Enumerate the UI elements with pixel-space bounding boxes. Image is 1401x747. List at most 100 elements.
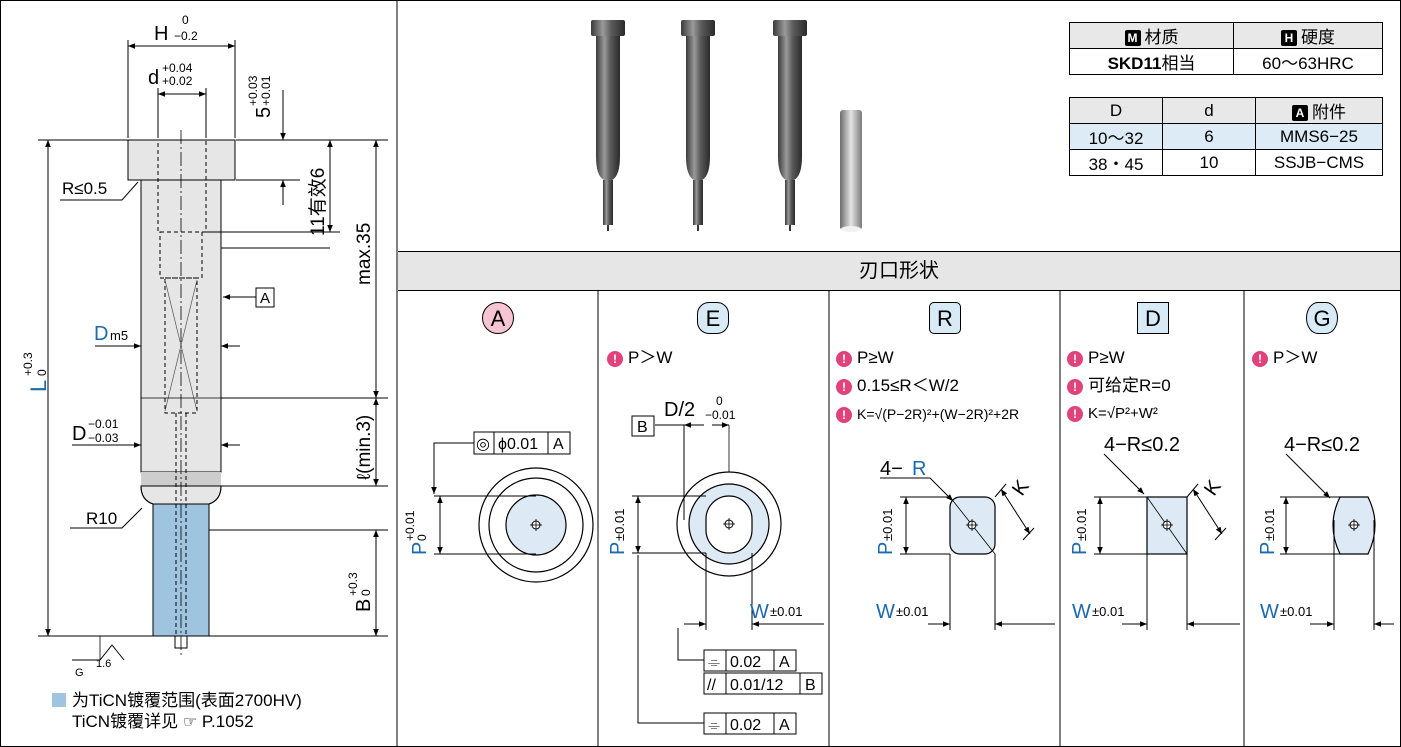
svg-text:+0.02: +0.02 <box>162 74 193 88</box>
svg-text:+0.03: +0.03 <box>246 75 260 106</box>
punch-photo-1 <box>591 20 625 231</box>
svg-text:+0.01: +0.01 <box>403 510 417 541</box>
radius-r10-label: R10 <box>86 509 117 528</box>
dim-effective-label: 11有效6 <box>307 168 329 236</box>
svg-text:R: R <box>912 458 926 480</box>
shape-r-w-label: W <box>876 601 895 623</box>
alert-icon: ! <box>607 351 623 367</box>
svg-text:±0.01: ±0.01 <box>612 509 627 541</box>
svg-text:−0.03: −0.03 <box>88 431 119 445</box>
alert-icon: ! <box>836 407 852 423</box>
alert-icon: ! <box>836 379 852 395</box>
svg-text:0.02: 0.02 <box>730 717 761 734</box>
product-photo <box>591 20 862 232</box>
svg-text:B: B <box>805 677 816 694</box>
datum-a-label: A <box>260 290 270 307</box>
page-reference-link[interactable]: P.1052 <box>201 712 254 731</box>
concentric-icon: ◎ <box>476 436 490 453</box>
table-row: 10～32 6 MMS6−25 <box>1069 123 1383 150</box>
svg-text:−0.2: −0.2 <box>174 29 198 43</box>
svg-text:±0.01: ±0.01 <box>896 604 928 619</box>
alert-icon: ! <box>1067 406 1083 422</box>
shape-a-frame <box>473 431 571 455</box>
pointing-hand-icon: ☞ <box>182 714 198 731</box>
svg-text:0.02: 0.02 <box>730 654 761 671</box>
shape-g-4r-label: 4−R≤0.2 <box>1284 434 1360 456</box>
punch-photo-2 <box>681 20 715 231</box>
shape-r-4r-label: 4− <box>880 458 903 480</box>
col-header-d: D <box>1069 97 1163 124</box>
svg-text:0.01/12: 0.01/12 <box>730 677 783 694</box>
shape-d-w-label: W <box>1072 601 1091 623</box>
dim-5-label: 5 <box>253 107 275 118</box>
shape-g-p-label: P <box>1257 542 1279 555</box>
shape-g-badge: G <box>1306 302 1338 334</box>
material-value: SKD11相当 <box>1069 48 1234 75</box>
svg-text:0: 0 <box>716 394 723 408</box>
svg-text:0: 0 <box>415 534 429 541</box>
svg-text:m5: m5 <box>110 328 128 343</box>
shape-d-k-label: K <box>1200 476 1226 500</box>
shape-e-w-label: W <box>750 601 769 623</box>
dim-d-label: d <box>148 67 159 89</box>
table-row: 38・45 10 SSJB−CMS <box>1069 149 1383 176</box>
dim-d-tol-label: D <box>72 423 86 445</box>
svg-text:0: 0 <box>182 13 189 27</box>
svg-text:0: 0 <box>35 369 49 376</box>
alert-icon: ! <box>1067 351 1083 367</box>
svg-text:+0.3: +0.3 <box>346 572 360 596</box>
punch-photo-3 <box>773 20 807 231</box>
punch-drawing <box>127 130 236 655</box>
shape-e-d2-label: D/2 <box>664 399 695 421</box>
dim-h-label: H <box>154 23 168 45</box>
shape-r-badge: R <box>929 302 961 334</box>
svg-text:−0.01: −0.01 <box>88 417 119 431</box>
dim-l-total-label: L <box>26 380 51 392</box>
alert-icon: ! <box>836 351 852 367</box>
alert-icon: ! <box>1252 351 1268 367</box>
svg-text:+0.3: +0.3 <box>21 352 35 376</box>
dim-max-label: max.35 <box>354 223 375 285</box>
shape-d-notes: !P≥W !可给定R=0 !K=√P²+W² <box>1067 344 1171 428</box>
shape-a-badge: A <box>482 302 514 334</box>
punch-dimensions <box>38 40 388 661</box>
col-header-small-d: d <box>1162 97 1256 124</box>
svg-text:±0.01: ±0.01 <box>1280 604 1312 619</box>
shape-a-p-label: P <box>409 542 431 555</box>
svg-text:+0.01: +0.01 <box>259 75 273 106</box>
shape-e-frames <box>703 649 823 735</box>
dim-l-label: ℓ(min.3) <box>354 415 375 480</box>
punch-head <box>127 139 236 181</box>
coating-swatch <box>52 693 66 707</box>
shape-d-badge: D <box>1137 302 1169 334</box>
shape-e-datum-b <box>631 415 655 437</box>
shape-e-notes: !P＞W <box>607 344 672 372</box>
shape-a-drawing <box>431 442 594 583</box>
parallel-icon: // <box>707 677 716 694</box>
shape-e-badge: E <box>697 302 729 334</box>
datum-a-box <box>255 287 275 308</box>
svg-text:−0.01: −0.01 <box>705 408 736 422</box>
svg-text:0: 0 <box>359 589 373 596</box>
svg-text:±0.01: ±0.01 <box>1092 604 1124 619</box>
coating-legend: 为TiCN镀覆范围(表面2700HV) TiCN镀覆详见 ☞ P.1052 <box>52 690 302 733</box>
shape-g-notes: !P＞W <box>1252 344 1317 372</box>
shape-d-p-label: P <box>1069 542 1091 555</box>
svg-text:±0.01: ±0.01 <box>770 604 802 619</box>
section-title: 刃口形状 <box>398 251 1400 291</box>
svg-text:ϕ0.01: ϕ0.01 <box>498 436 538 453</box>
symmetry-icon: ⌯ <box>708 717 720 734</box>
shape-e-drawing <box>632 422 824 724</box>
roughness-value: 1.6 <box>96 658 111 670</box>
alert-icon: ! <box>1067 379 1083 395</box>
shape-r-notes: !P≥W !0.15≤R＜W/2 !K=√(P−2R)²+(W−2R)²+2R <box>836 344 1019 428</box>
shape-g-w-label: W <box>1260 601 1279 623</box>
shape-d-4r-label: 4−R≤0.2 <box>1104 434 1180 456</box>
shape-g-drawing <box>1280 453 1394 630</box>
